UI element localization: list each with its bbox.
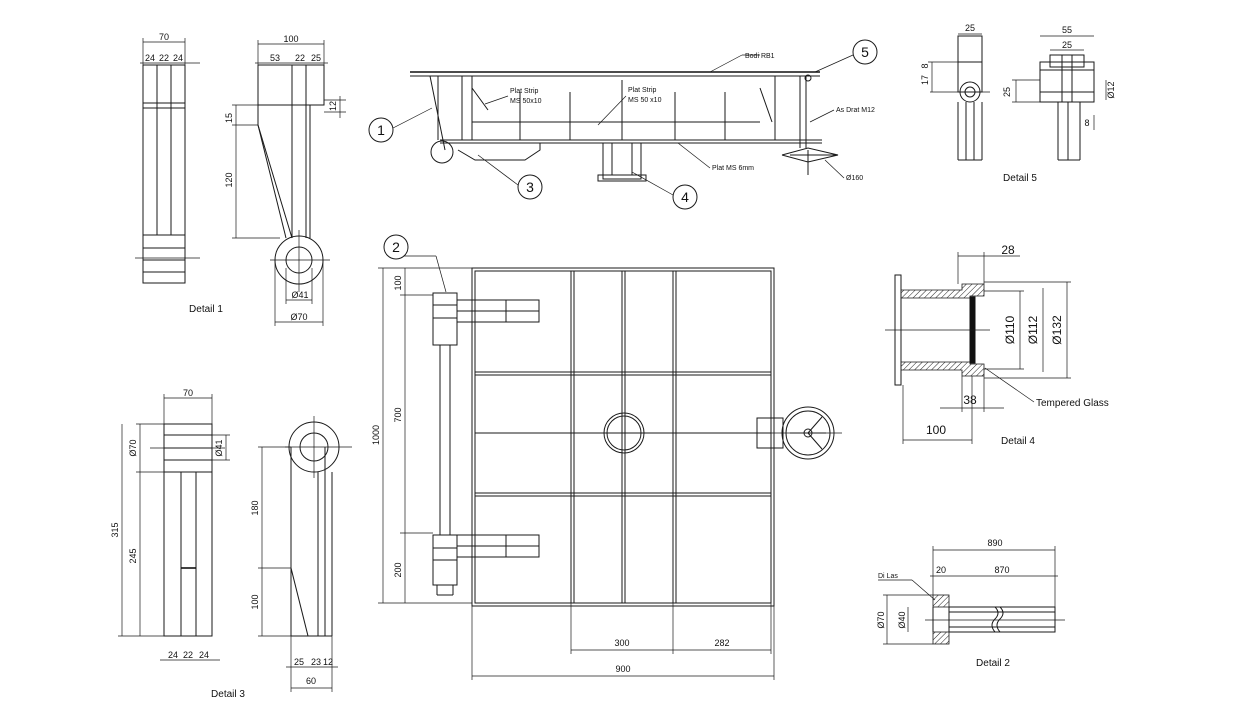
dim-text: 55	[1062, 25, 1072, 35]
dim-text: 890	[987, 538, 1002, 548]
dim-text: 8	[1084, 118, 1089, 128]
dim-text: 245	[128, 548, 138, 563]
dim-text: 70	[183, 388, 193, 398]
dim-text: 25	[1062, 40, 1072, 50]
dim-text: 180	[250, 500, 260, 515]
dim-text: 20	[936, 565, 946, 575]
caption-detail-1: Detail 1	[189, 304, 223, 315]
dim-text: 25	[965, 23, 975, 33]
dim-text: 28	[1001, 243, 1015, 257]
dim-text: 700	[393, 407, 403, 422]
dim-text: 22	[183, 650, 193, 660]
dim-text: 22	[159, 53, 169, 63]
dim-text: Ø70	[290, 312, 307, 322]
dim-text: 60	[306, 676, 316, 686]
detail-1: 70 24 22 24 100 53 22 25 15 120 12	[135, 32, 346, 326]
dim-text: Ø12	[1106, 81, 1116, 98]
callout-number: 3	[526, 179, 534, 195]
detail-3: 70 Ø70 Ø41 315 245 24 22 24 180 100	[110, 388, 352, 700]
note-as-drat: As Drat M12	[836, 107, 875, 114]
dim-text: 12	[328, 101, 338, 111]
note-dia160: Ø160	[846, 175, 863, 182]
dim-text: 24	[173, 53, 183, 63]
dim-text: 25	[1002, 87, 1012, 97]
dim-text: 70	[159, 32, 169, 42]
dim-text: 25	[311, 53, 321, 63]
caption-detail-5: Detail 5	[1003, 173, 1037, 184]
callout-bubble	[517, 174, 543, 200]
dim-text: Ø40	[897, 611, 907, 628]
dim-text: 900	[615, 664, 630, 674]
note-plat-ms: Plat MS 6mm	[712, 165, 754, 172]
dim-text: 53	[270, 53, 280, 63]
callout-bubble	[383, 234, 409, 260]
dim-text: 100	[393, 275, 403, 290]
dim-text: 12	[323, 657, 333, 667]
dim-text: Ø112	[1026, 315, 1040, 344]
callout-number: 1	[377, 122, 385, 138]
side-elevation: Bodi RB1 Plat Strip MS 50x10 Plat Strip …	[368, 39, 878, 210]
note-bodi: Bodi RB1	[745, 53, 775, 60]
caption-detail-4: Detail 4	[1001, 436, 1035, 447]
dim-text: 38	[963, 393, 977, 407]
dim-text: 1000	[371, 425, 381, 445]
dim-text: 100	[926, 423, 946, 437]
detail-5: 25 17 8 55 25 25 Ø12 8 Detail 5	[920, 23, 1116, 184]
caption-detail-2: Detail 2	[976, 658, 1010, 669]
dim-text: 282	[714, 638, 729, 648]
dim-text: Ø110	[1003, 315, 1017, 344]
dim-text: 24	[199, 650, 209, 660]
callout-bubble	[852, 39, 878, 65]
dim-text: 22	[295, 53, 305, 63]
dim-text: 100	[283, 34, 298, 44]
dim-text: 200	[393, 562, 403, 577]
dim-text: 300	[614, 638, 629, 648]
dim-text: 23	[311, 657, 321, 667]
note-plat-strip: Plat Strip	[510, 88, 539, 95]
callout-number: 2	[392, 239, 400, 255]
dim-text: 100	[250, 594, 260, 609]
dim-text: Ø70	[128, 439, 138, 456]
dim-text: 24	[145, 53, 155, 63]
note-plat-strip-size: MS 50x10	[510, 98, 542, 105]
dim-text: 315	[110, 522, 120, 537]
caption-detail-3: Detail 3	[211, 689, 245, 700]
dim-text: Ø70	[876, 611, 886, 628]
dim-text: Ø132	[1050, 315, 1064, 345]
detail-2: 890 20 870 Ø70 Ø40 Di Las Detail 2	[876, 538, 1065, 669]
note-plat-strip-2-size: MS 50 x10	[628, 97, 662, 104]
dim-text: 24	[168, 650, 178, 660]
note-tempered-glass: Tempered Glass	[1036, 398, 1109, 409]
dim-text: 17	[920, 75, 930, 85]
dim-text: 25	[294, 657, 304, 667]
dim-text: 15	[224, 113, 234, 123]
dim-text: 8	[920, 63, 930, 68]
callout-number: 4	[681, 189, 689, 205]
plan-view: 2 1000 100 700 200 300 282 900	[371, 234, 842, 680]
callout-bubble	[368, 117, 394, 143]
dim-text: 120	[224, 172, 234, 187]
note-plat-strip-2: Plat Strip	[628, 87, 657, 94]
dim-text: Ø41	[291, 290, 308, 300]
callout-bubble	[672, 184, 698, 210]
note-di-las: Di Las	[878, 573, 898, 580]
detail-4: 28 Ø110 Ø112 Ø132 38 100 Tempered Glass …	[885, 243, 1109, 447]
dim-text: Ø41	[214, 439, 224, 456]
callout-number: 5	[861, 44, 869, 60]
dim-text: 870	[994, 565, 1009, 575]
